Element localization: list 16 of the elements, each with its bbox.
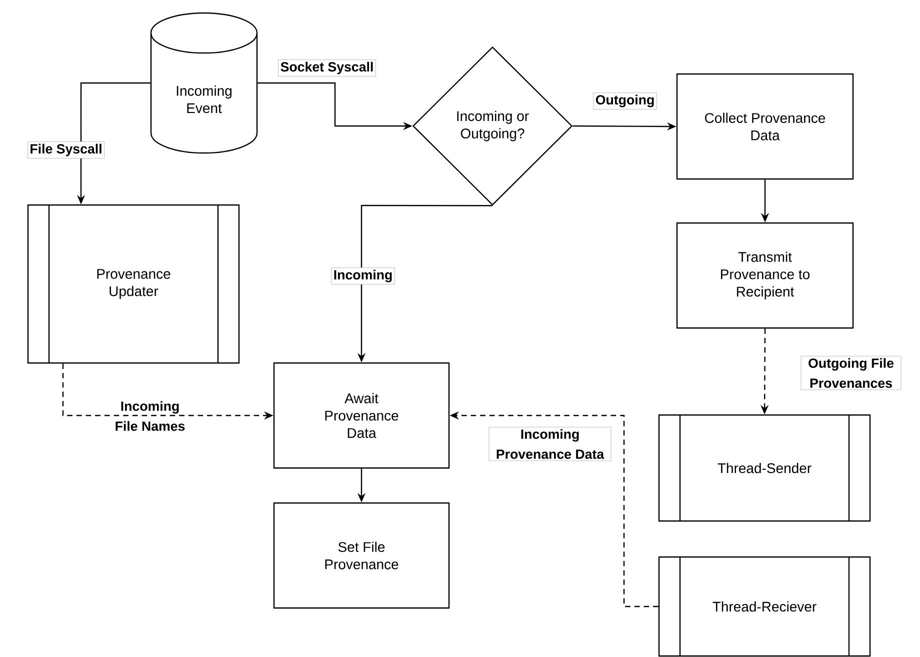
- edge-label: File Syscall: [27, 142, 105, 158]
- database-cylinder: Incoming Event: [150, 12, 258, 154]
- edge-label: Socket Syscall: [278, 60, 376, 76]
- edge-label: Outgoing: [593, 92, 657, 110]
- process-box: Set File Provenance: [273, 502, 450, 609]
- node-label: Incoming Event: [176, 86, 232, 114]
- edge-label: Incoming Provenance Data: [488, 426, 612, 462]
- process-box: Collect Provenance Data: [676, 73, 854, 180]
- edge-label: Outgoing File Provenances: [800, 356, 902, 390]
- edge-label: Incoming: [331, 268, 395, 285]
- process-box: Await Provenance Data: [273, 362, 450, 469]
- edge-label: Incoming File Names: [116, 401, 185, 431]
- subprocess-box: Thread-Reciever: [658, 556, 871, 657]
- subprocess-box: Provenance Updater: [27, 204, 240, 364]
- subprocess-box: Thread-Sender: [658, 414, 871, 522]
- process-box: Transmit Provenance to Recipient: [676, 222, 854, 329]
